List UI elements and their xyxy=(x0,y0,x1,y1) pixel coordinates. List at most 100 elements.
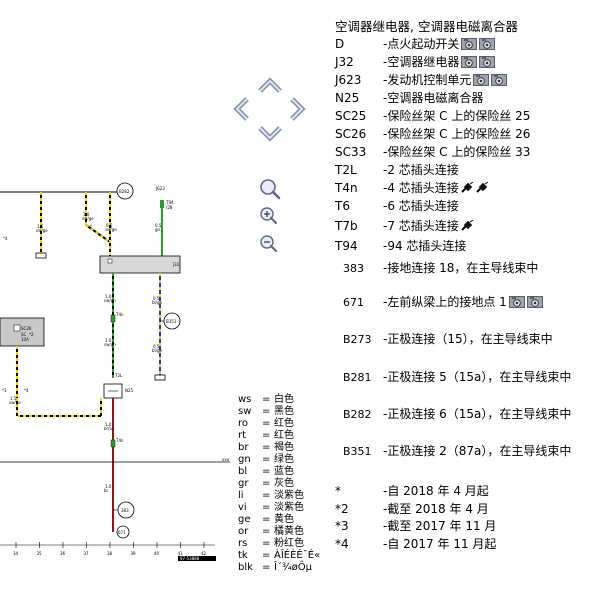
arrow-left-icon[interactable] xyxy=(233,97,249,121)
legend-description: -6 芯插头连接 xyxy=(383,200,598,213)
legend-code: T4n xyxy=(335,181,358,195)
connector-left xyxy=(35,252,47,259)
legend-description-text: -自 2018 年 4 月起 xyxy=(383,484,489,498)
label-wire-blge-color: bl/ge xyxy=(152,300,163,305)
label-sc26-pin: *2 xyxy=(29,332,34,337)
legend-description: -保险丝架 C 上的保险丝 33 xyxy=(383,146,598,159)
legend-code: D xyxy=(335,37,345,51)
camera-icon[interactable] xyxy=(459,37,478,51)
legend-code: T2L xyxy=(335,163,357,177)
legend-description-text: -6 芯插头连接 xyxy=(383,199,459,213)
label-t94-pin: /28 xyxy=(166,205,173,210)
magnifier-icon[interactable] xyxy=(260,179,281,200)
wire-color-abbr: gn xyxy=(238,454,251,465)
legend-code: T94 xyxy=(335,239,358,253)
wire-color-name: 灰色 xyxy=(274,478,294,489)
plug-icon[interactable] xyxy=(459,219,474,233)
wiring-diagram: B282 J623 T94 /28 0.5 gn J32 1.5 sw/ge 1… xyxy=(0,182,230,561)
label-wire-br-color-2: br xyxy=(104,488,109,493)
label-n25: N25 xyxy=(125,388,134,393)
arrow-down-icon[interactable] xyxy=(258,126,282,142)
legend-description: -7 芯插头连接 xyxy=(383,220,598,233)
grid-number: 42 xyxy=(201,551,207,556)
equals-sign: = xyxy=(262,502,271,513)
equals-sign: = xyxy=(262,514,271,525)
label-wire-blge-color-2: bl/ge xyxy=(152,348,163,353)
t94-plug xyxy=(160,200,164,208)
legend-description-text: -正极连接 5（15a），在主导线束中 xyxy=(383,370,572,384)
label-star3: *3 xyxy=(2,388,7,393)
wire-color-abbr: rs xyxy=(238,538,248,549)
label-wire-swgn-color: sw/gn xyxy=(104,298,116,303)
wire-color-abbr: or xyxy=(238,526,249,537)
arrow-right-icon[interactable] xyxy=(290,97,306,121)
relay-pin-1 xyxy=(107,258,113,264)
plug-icon[interactable] xyxy=(459,181,474,195)
legend-code: *2 xyxy=(335,502,349,516)
legend-description-text: -保险丝架 C 上的保险丝 26 xyxy=(383,127,531,141)
wire-diag-yellow xyxy=(85,224,111,243)
grid-number: 37 xyxy=(84,551,90,556)
label-wire-swgn-size-2: 1.0 xyxy=(105,338,112,343)
plug-icon[interactable] xyxy=(474,181,489,195)
label-wire-15-b-color: sw/ge xyxy=(9,400,21,405)
legend-description: -4 芯插头连接 xyxy=(383,182,598,195)
camera-icon[interactable] xyxy=(471,73,490,87)
equals-sign: = xyxy=(262,466,271,477)
camera-icon[interactable] xyxy=(507,295,525,309)
label-star4b: *4 xyxy=(24,388,29,393)
legend-description-text: -保险丝架 C 上的保险丝 33 xyxy=(383,145,531,159)
zoom-out-icon[interactable] xyxy=(260,235,278,253)
legend-description: -正极连接 6（15a），在主导线束中 xyxy=(383,408,598,421)
legend-code: *3 xyxy=(335,519,349,533)
camera-icon[interactable] xyxy=(459,55,478,69)
label-wire-gn-color: gn xyxy=(155,227,161,232)
wire-color-name: 褐色 xyxy=(274,442,294,453)
label-wire-10: 1.0 xyxy=(83,212,90,217)
wire-color-name: 淡紫色 xyxy=(274,490,304,501)
grid-number: 36 xyxy=(60,551,66,556)
wire-color-name: 黄色 xyxy=(274,514,294,525)
equals-sign: = xyxy=(262,490,271,501)
camera-icon[interactable] xyxy=(525,295,543,309)
label-wire-swgn-color-2: sw/gn xyxy=(104,342,116,347)
zoom-in-icon[interactable] xyxy=(260,207,278,225)
wire-color-abbr: rt xyxy=(238,430,247,441)
label-star4: *4 xyxy=(3,236,8,241)
camera-icon[interactable] xyxy=(477,37,496,51)
legend-description-text: -左前纵梁上的接地点 1 xyxy=(383,295,507,309)
label-wire-swgn-size: 1.0 xyxy=(105,294,112,299)
wire-color-abbr: li xyxy=(238,490,244,501)
equals-sign: = xyxy=(262,550,271,561)
label-sc26-sub: SC xyxy=(21,332,27,337)
grid-number: 39 xyxy=(131,551,137,556)
equals-sign: = xyxy=(262,454,271,465)
legend-description-text: -正极连接（15），在主导线束中 xyxy=(383,332,553,346)
wire-color-abbr: ge xyxy=(238,514,251,525)
legend-code: T7b xyxy=(335,219,358,233)
legend-description: -点火起动开关 xyxy=(383,38,598,51)
equals-sign: = xyxy=(262,538,271,549)
legend-code: B273 xyxy=(343,333,372,346)
legend-description-text: -2 芯插头连接 xyxy=(383,163,459,177)
legend-description: -截至 2017 年 11 月 xyxy=(383,520,598,533)
fuse-sc26-element xyxy=(13,324,21,332)
wire-color-abbr: gr xyxy=(238,478,249,489)
legend-description: -正极连接（15），在主导线束中 xyxy=(383,333,598,346)
wire-color-name: 淡紫色 xyxy=(274,502,304,513)
wire-color-abbr: tk xyxy=(238,550,248,561)
wire-color-abbr: ws xyxy=(238,394,252,405)
legend-description: -正极连接 2（87a），在主导线束中 xyxy=(383,445,598,458)
ref-box xyxy=(178,556,216,561)
grid-number: 35 xyxy=(37,551,43,556)
label-t4n-b: T4n xyxy=(115,438,124,443)
equals-sign: = xyxy=(262,406,271,417)
legend-description: -自 2017 年 11 月起 xyxy=(383,538,598,551)
label-671: 671 xyxy=(118,530,126,535)
camera-icon[interactable] xyxy=(489,73,508,87)
label-ref-box: 97-53888 xyxy=(180,556,200,561)
camera-icon[interactable] xyxy=(477,55,496,69)
arrow-up-icon[interactable] xyxy=(258,77,282,93)
wire-color-name: 蓝色 xyxy=(274,466,294,477)
legend-description: -空调器电磁离合器 xyxy=(383,92,598,105)
